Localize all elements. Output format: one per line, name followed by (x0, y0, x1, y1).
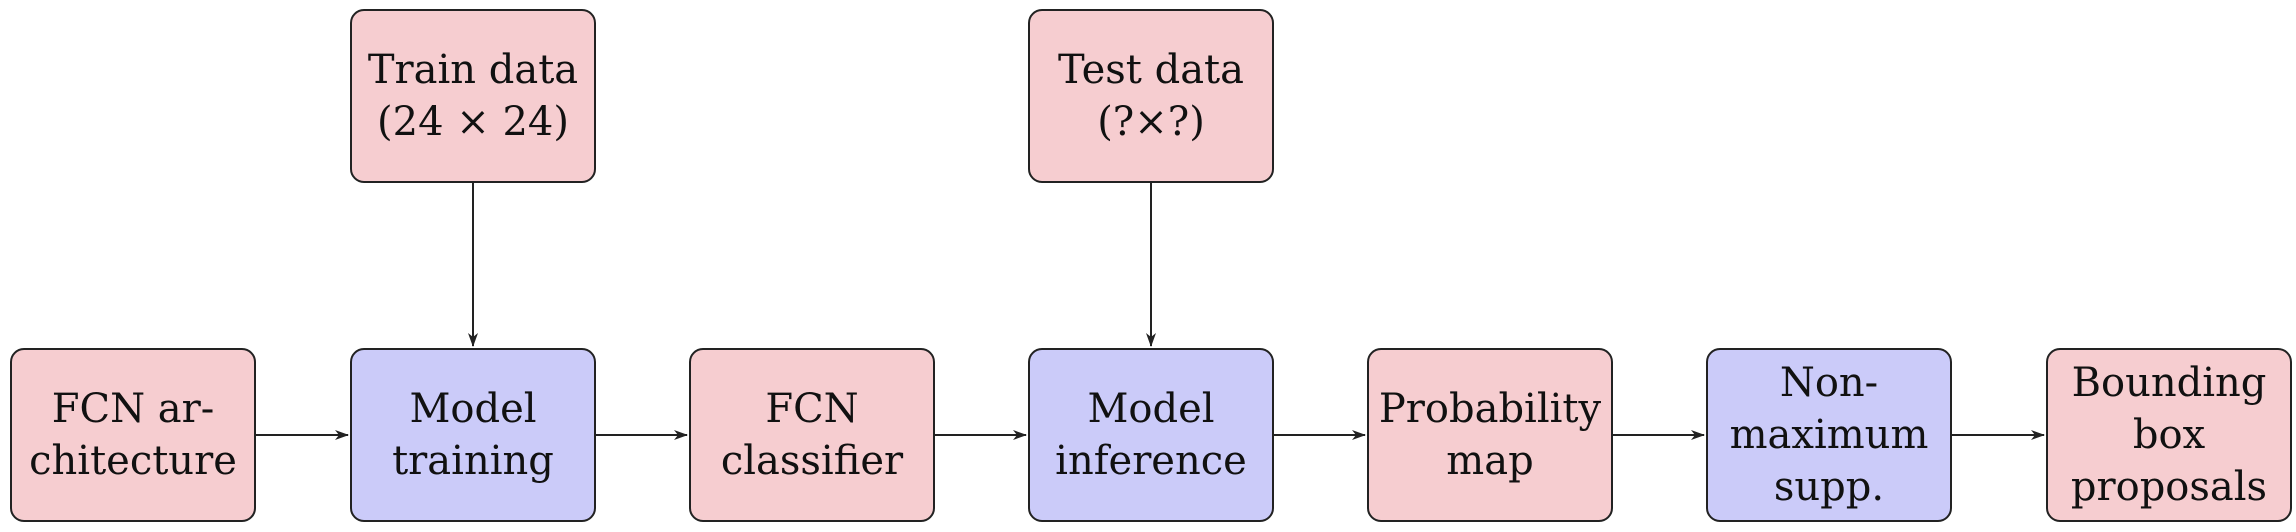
node-probability-map: Probability map (1367, 348, 1613, 522)
node-non-maximum-supp: Non- maximum supp. (1706, 348, 1952, 522)
node-train-data-line-2: (24 × 24) (377, 99, 569, 145)
node-non-maximum-supp-line-3: supp. (1773, 464, 1885, 510)
node-model-training-line-2: training (392, 438, 554, 484)
node-probability-map-line-1: Probability (1378, 386, 1602, 432)
node-fcn-architecture-line-1: FCN ar- (51, 386, 215, 432)
node-fcn-classifier: FCN classifier (689, 348, 935, 522)
node-fcn-classifier-line-2: classifier (720, 438, 904, 484)
node-test-data-line-2: (?×?) (1097, 99, 1205, 145)
node-probability-map-line-2: map (1446, 438, 1534, 484)
node-fcn-architecture-line-2: chitecture (29, 438, 237, 484)
node-model-inference-line-2: inference (1055, 438, 1247, 484)
node-bounding-box-proposals-line-2: box (2132, 412, 2206, 458)
node-model-inference: Model inference (1028, 348, 1274, 522)
node-non-maximum-supp-line-1: Non- (1779, 360, 1879, 406)
node-fcn-classifier-line-1: FCN (765, 386, 859, 432)
node-non-maximum-supp-line-2: maximum (1729, 412, 1929, 458)
node-model-training: Model training (350, 348, 596, 522)
node-bounding-box-proposals-line-1: Bounding (2071, 360, 2267, 406)
node-train-data-line-1: Train data (367, 47, 579, 93)
node-test-data-line-1: Test data (1058, 47, 1244, 93)
node-fcn-architecture: FCN ar- chitecture (10, 348, 256, 522)
node-bounding-box-proposals-line-3: proposals (2070, 464, 2268, 510)
node-bounding-box-proposals: Bounding box proposals (2046, 348, 2292, 522)
node-train-data: Train data (24 × 24) (350, 9, 596, 183)
node-test-data: Test data (?×?) (1028, 9, 1274, 183)
node-model-inference-line-1: Model (1087, 386, 1215, 432)
node-model-training-line-1: Model (409, 386, 537, 432)
